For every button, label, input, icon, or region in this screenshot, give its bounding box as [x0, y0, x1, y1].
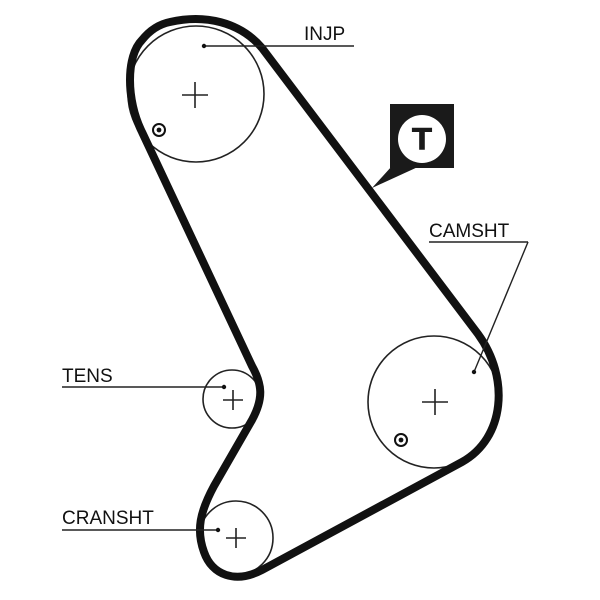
- badge-pointer: [372, 166, 420, 188]
- center-marks: [182, 82, 448, 548]
- leader-dots: [201, 43, 477, 533]
- badge-letter: T: [412, 123, 433, 158]
- camsht-leader-pointer: [473, 241, 529, 373]
- cransht-center-mark: [226, 528, 246, 548]
- camsht-timing-mark: [394, 433, 408, 447]
- camsht-center-mark: [422, 389, 448, 415]
- camsht-label: CAMSHT: [429, 221, 510, 242]
- badge-circle: [398, 115, 446, 163]
- cransht-label: CRANSHT: [62, 508, 154, 529]
- timing-belt: [126, 15, 503, 581]
- injp-timing-mark: [152, 123, 166, 137]
- injp-center-mark: [182, 82, 208, 108]
- tens-center-mark: [223, 390, 243, 410]
- timing-marks: [152, 123, 408, 447]
- tens-label: TENS: [62, 366, 113, 387]
- injp-label: INJP: [304, 24, 345, 45]
- leader-lines: [62, 45, 529, 531]
- tensioner-badge: T: [372, 104, 454, 188]
